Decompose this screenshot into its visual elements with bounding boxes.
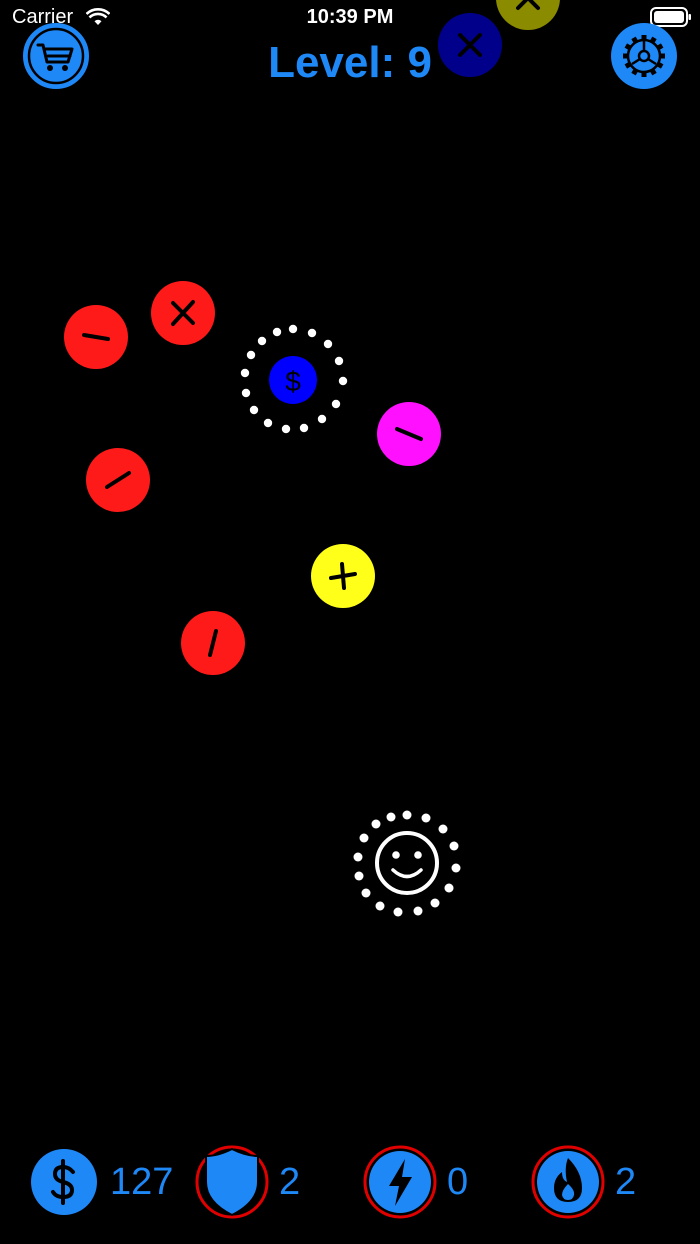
player-dotted-ring (353, 810, 461, 917)
status-time: 10:39 PM (306, 6, 394, 28)
coin-dollar-symbol: $ (285, 366, 301, 397)
carrier-label: Carrier (12, 6, 74, 28)
enemy-magenta-minus (377, 402, 441, 466)
enemy-red-slash (181, 611, 245, 675)
money-count: 127 (110, 1161, 174, 1203)
fire-count: 2 (615, 1161, 637, 1203)
shop-cart-button[interactable] (22, 22, 90, 90)
coin-dotted-ring (240, 324, 348, 434)
level-indicator: Level: 9 (268, 38, 432, 87)
settings-button[interactable] (610, 22, 678, 90)
shield-icon (205, 1147, 259, 1217)
battery-icon (650, 7, 691, 27)
lightning-count: 0 (447, 1161, 469, 1203)
player-smiley[interactable] (353, 810, 461, 917)
smiley-face-icon (375, 831, 439, 895)
money-badge (31, 1149, 97, 1215)
shield-count: 2 (279, 1161, 301, 1203)
enemy-red-times (151, 281, 215, 345)
enemy-olive-times (496, 0, 560, 30)
enemy-yellow-plus (311, 544, 375, 608)
cart-icon (36, 43, 74, 64)
fire-powerup-button[interactable] (530, 1144, 606, 1220)
lightning-icon (389, 1159, 412, 1206)
enemy-navy-times (438, 13, 502, 77)
fire-icon (554, 1158, 582, 1202)
dollar-icon (51, 1159, 75, 1205)
game-field[interactable]: $ (0, 0, 700, 1100)
coin-pickup (240, 324, 348, 434)
wifi-icon (86, 8, 110, 25)
enemy-red-minus-tilted (86, 448, 150, 512)
lightning-powerup-button[interactable] (362, 1144, 438, 1220)
shield-powerup-button[interactable] (194, 1144, 270, 1220)
enemy-red-minus (64, 305, 128, 369)
